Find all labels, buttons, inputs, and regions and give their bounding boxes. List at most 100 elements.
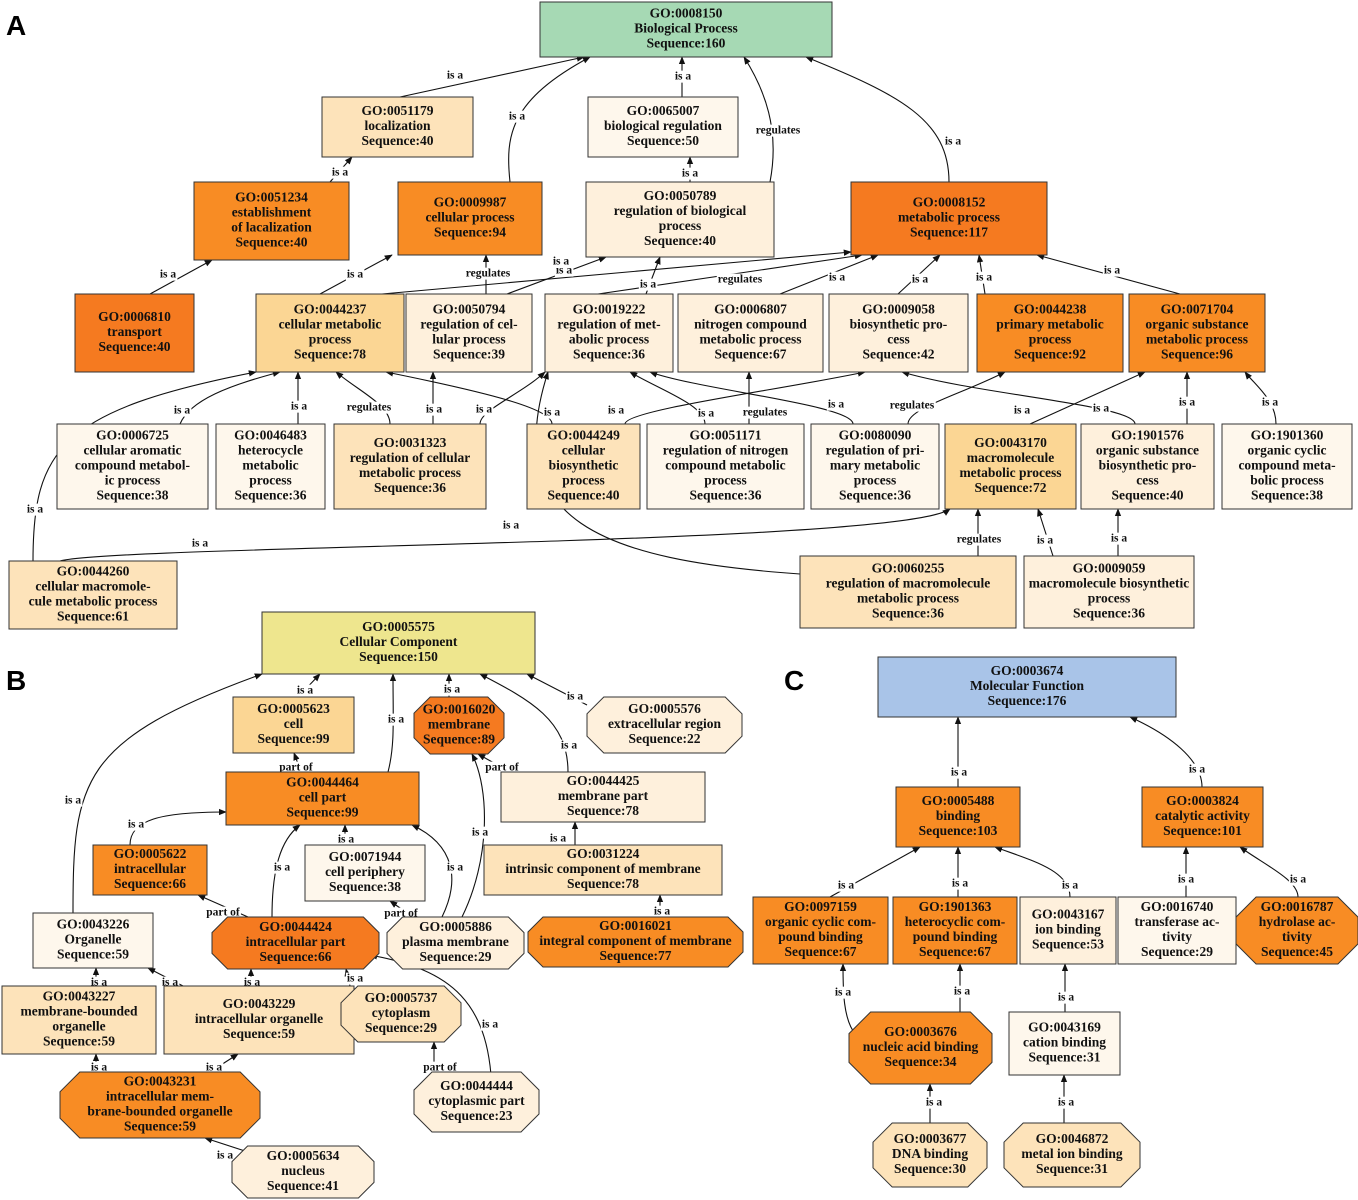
- edges-layer: [32, 55, 1299, 1153]
- edge-label-is-a: is a: [608, 405, 625, 417]
- node-box: [646, 423, 805, 510]
- go-term-id: GO:0071704: [1161, 302, 1234, 317]
- go-term-name: intrinsic component of membrane: [505, 861, 700, 876]
- edge-label-is-a: is a: [128, 819, 145, 831]
- edge-labels-layer: is a is a is a regulates is a is a is a is a is …: [25, 69, 1308, 1162]
- node-box: [193, 181, 350, 261]
- go-term-id: GO:0016740: [1141, 899, 1214, 914]
- go-term-name: DNA binding: [892, 1146, 968, 1161]
- edge-is-a-n6810-to-n51234: [149, 259, 213, 295]
- edge-label-background: [548, 832, 568, 845]
- node-box: [405, 293, 533, 373]
- go-term-name: cellular metabolic: [279, 317, 382, 332]
- edge-label-background: [1035, 534, 1055, 547]
- edge-label-background: [424, 403, 444, 416]
- go-term-name: regulation of cel-: [420, 317, 517, 332]
- go-term-name: macromolecule biosynthetic: [1029, 576, 1190, 591]
- go-term-sequence-count: Sequence:89: [423, 732, 495, 747]
- node-box: [1, 985, 157, 1055]
- go-term-id: GO:0065007: [627, 103, 700, 118]
- go-term-sequence-count: Sequence:77: [600, 948, 672, 963]
- edge-label-background: [445, 861, 465, 874]
- go-term-id: GO:0046872: [1036, 1131, 1109, 1146]
- edge-label-background: [445, 69, 465, 82]
- edge-label-is-a: is a: [338, 834, 355, 846]
- go-term-name: biosynthetic pro-: [850, 317, 948, 332]
- node-octagon: [848, 1011, 993, 1085]
- edge-label-background: [974, 271, 994, 284]
- go-term-id: GO:1901576: [1111, 428, 1184, 443]
- node-box: [483, 844, 723, 896]
- edge-label-background: [827, 271, 847, 284]
- edge-is-a-n3824-to-n3674: [1129, 716, 1203, 788]
- edge-label-is-a: is a: [945, 136, 962, 148]
- node-octagon: [231, 1145, 375, 1199]
- go-term-id: GO:0006810: [98, 309, 171, 324]
- go-term-sequence-count: Sequence:36: [690, 488, 762, 503]
- edge-label-regulates: regulates: [347, 402, 392, 414]
- go-term-name: metabolic process: [857, 591, 959, 606]
- edge-label-background: [89, 1061, 109, 1074]
- edge-label-is-a: is a: [1058, 992, 1075, 1004]
- edge-is-a-n44237-to-n8152: [381, 249, 852, 295]
- go-term-id: GO:0009987: [434, 195, 507, 210]
- edge-label-is-a: is a: [654, 906, 671, 918]
- edge-regulates-n50789-to-n8150: [743, 56, 774, 183]
- go-term-name: intracellular mem-: [106, 1089, 214, 1104]
- go-term-sequence-count: Sequence:59: [223, 1026, 295, 1041]
- go-term-id: GO:0044425: [567, 773, 640, 788]
- edge-label-is-a: is a: [675, 71, 692, 83]
- edge-label-is-a: is a: [1262, 397, 1279, 409]
- node-box: [163, 985, 355, 1055]
- edge-label-is-a: is a: [332, 167, 349, 179]
- edge-label-is-a: is a: [444, 684, 461, 696]
- edge-label-is-a: is a: [388, 714, 405, 726]
- edge-label-background: [924, 1096, 944, 1109]
- go-term-name: tivity: [1162, 929, 1192, 944]
- go-term-sequence-count: Sequence:38: [97, 488, 169, 503]
- node-box: [225, 771, 420, 826]
- edge-label-background: [1012, 404, 1032, 417]
- go-term-name: of lacalization: [231, 220, 312, 235]
- edge-label-is-a: is a: [509, 111, 526, 123]
- go-term-name: binding: [936, 808, 981, 823]
- edge-label-is-a: is a: [567, 691, 584, 703]
- go-term-id: GO:0031224: [567, 846, 640, 861]
- go-term-name: process: [249, 473, 292, 488]
- go-term-name: metabolic process: [1146, 332, 1248, 347]
- go-term-name: cell: [284, 716, 304, 731]
- edge-label-background: [204, 1061, 224, 1074]
- go-term-name: biosynthetic pro-: [1099, 458, 1197, 473]
- edge-label-background: [422, 1061, 458, 1074]
- go-term-sequence-count: Sequence:41: [267, 1178, 339, 1193]
- go-term-sequence-count: Sequence:39: [433, 347, 505, 362]
- node-octagon: [413, 696, 505, 755]
- edge-label-background: [696, 407, 716, 420]
- go-term-name: cess: [1136, 473, 1159, 488]
- node-octagon: [1003, 1122, 1141, 1188]
- node-box: [976, 293, 1124, 373]
- node-box: [304, 844, 426, 902]
- go-term-name: intracellular organelle: [195, 1011, 323, 1026]
- node-box: [215, 423, 326, 510]
- edge-label-regulates: regulates: [466, 268, 511, 280]
- edge-label-background: [542, 406, 562, 419]
- edge-label-is-a: is a: [1014, 405, 1031, 417]
- go-term-name: process: [704, 473, 747, 488]
- go-term-name: organic substance: [1145, 317, 1248, 332]
- go-term-sequence-count: Sequence:29: [420, 949, 492, 964]
- go-term-id: GO:0005622: [114, 846, 187, 861]
